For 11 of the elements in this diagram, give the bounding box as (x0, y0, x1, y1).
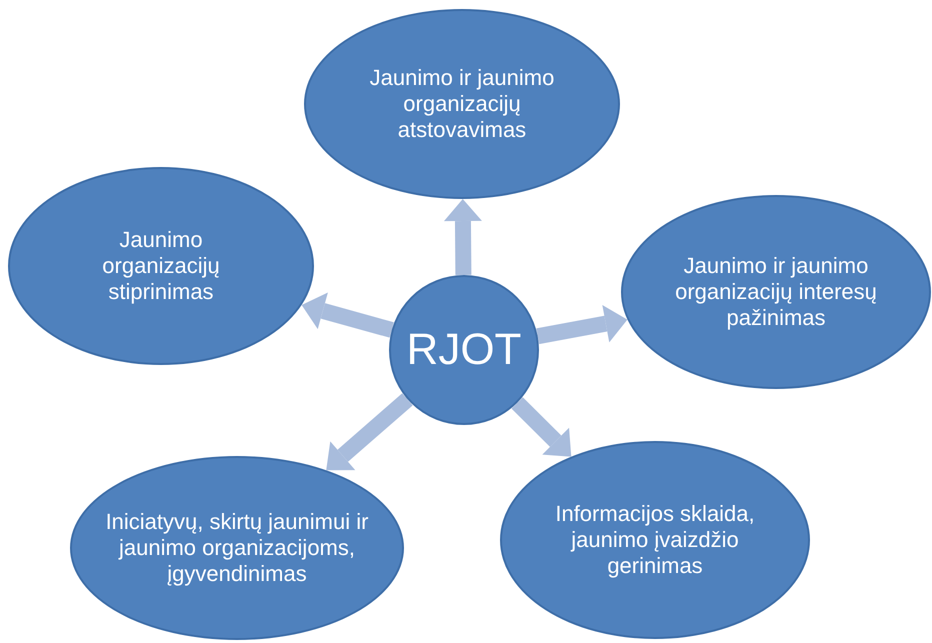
node-label: Jaunimo ir jaunimo organizacijų interesų pažinimas (674, 253, 878, 331)
node-label: Jaunimo ir jaunimo organizacijų atstovavimas (368, 65, 556, 143)
arrow (512, 397, 572, 457)
arrow (326, 393, 413, 470)
arrow (444, 199, 482, 276)
node-label: Informacijos sklaida, jaunimo įvaizdžio gerinimas (554, 501, 756, 579)
node-label: Iniciatyvų, skirtų jaunimui ir jaunimo organizacijoms, įgyvendinimas (104, 509, 370, 587)
node-label: Jaunimo organizacijų stiprinimas (101, 227, 221, 305)
node-label: RJOT (406, 324, 522, 376)
arrow (302, 292, 394, 338)
arrow (536, 304, 628, 344)
